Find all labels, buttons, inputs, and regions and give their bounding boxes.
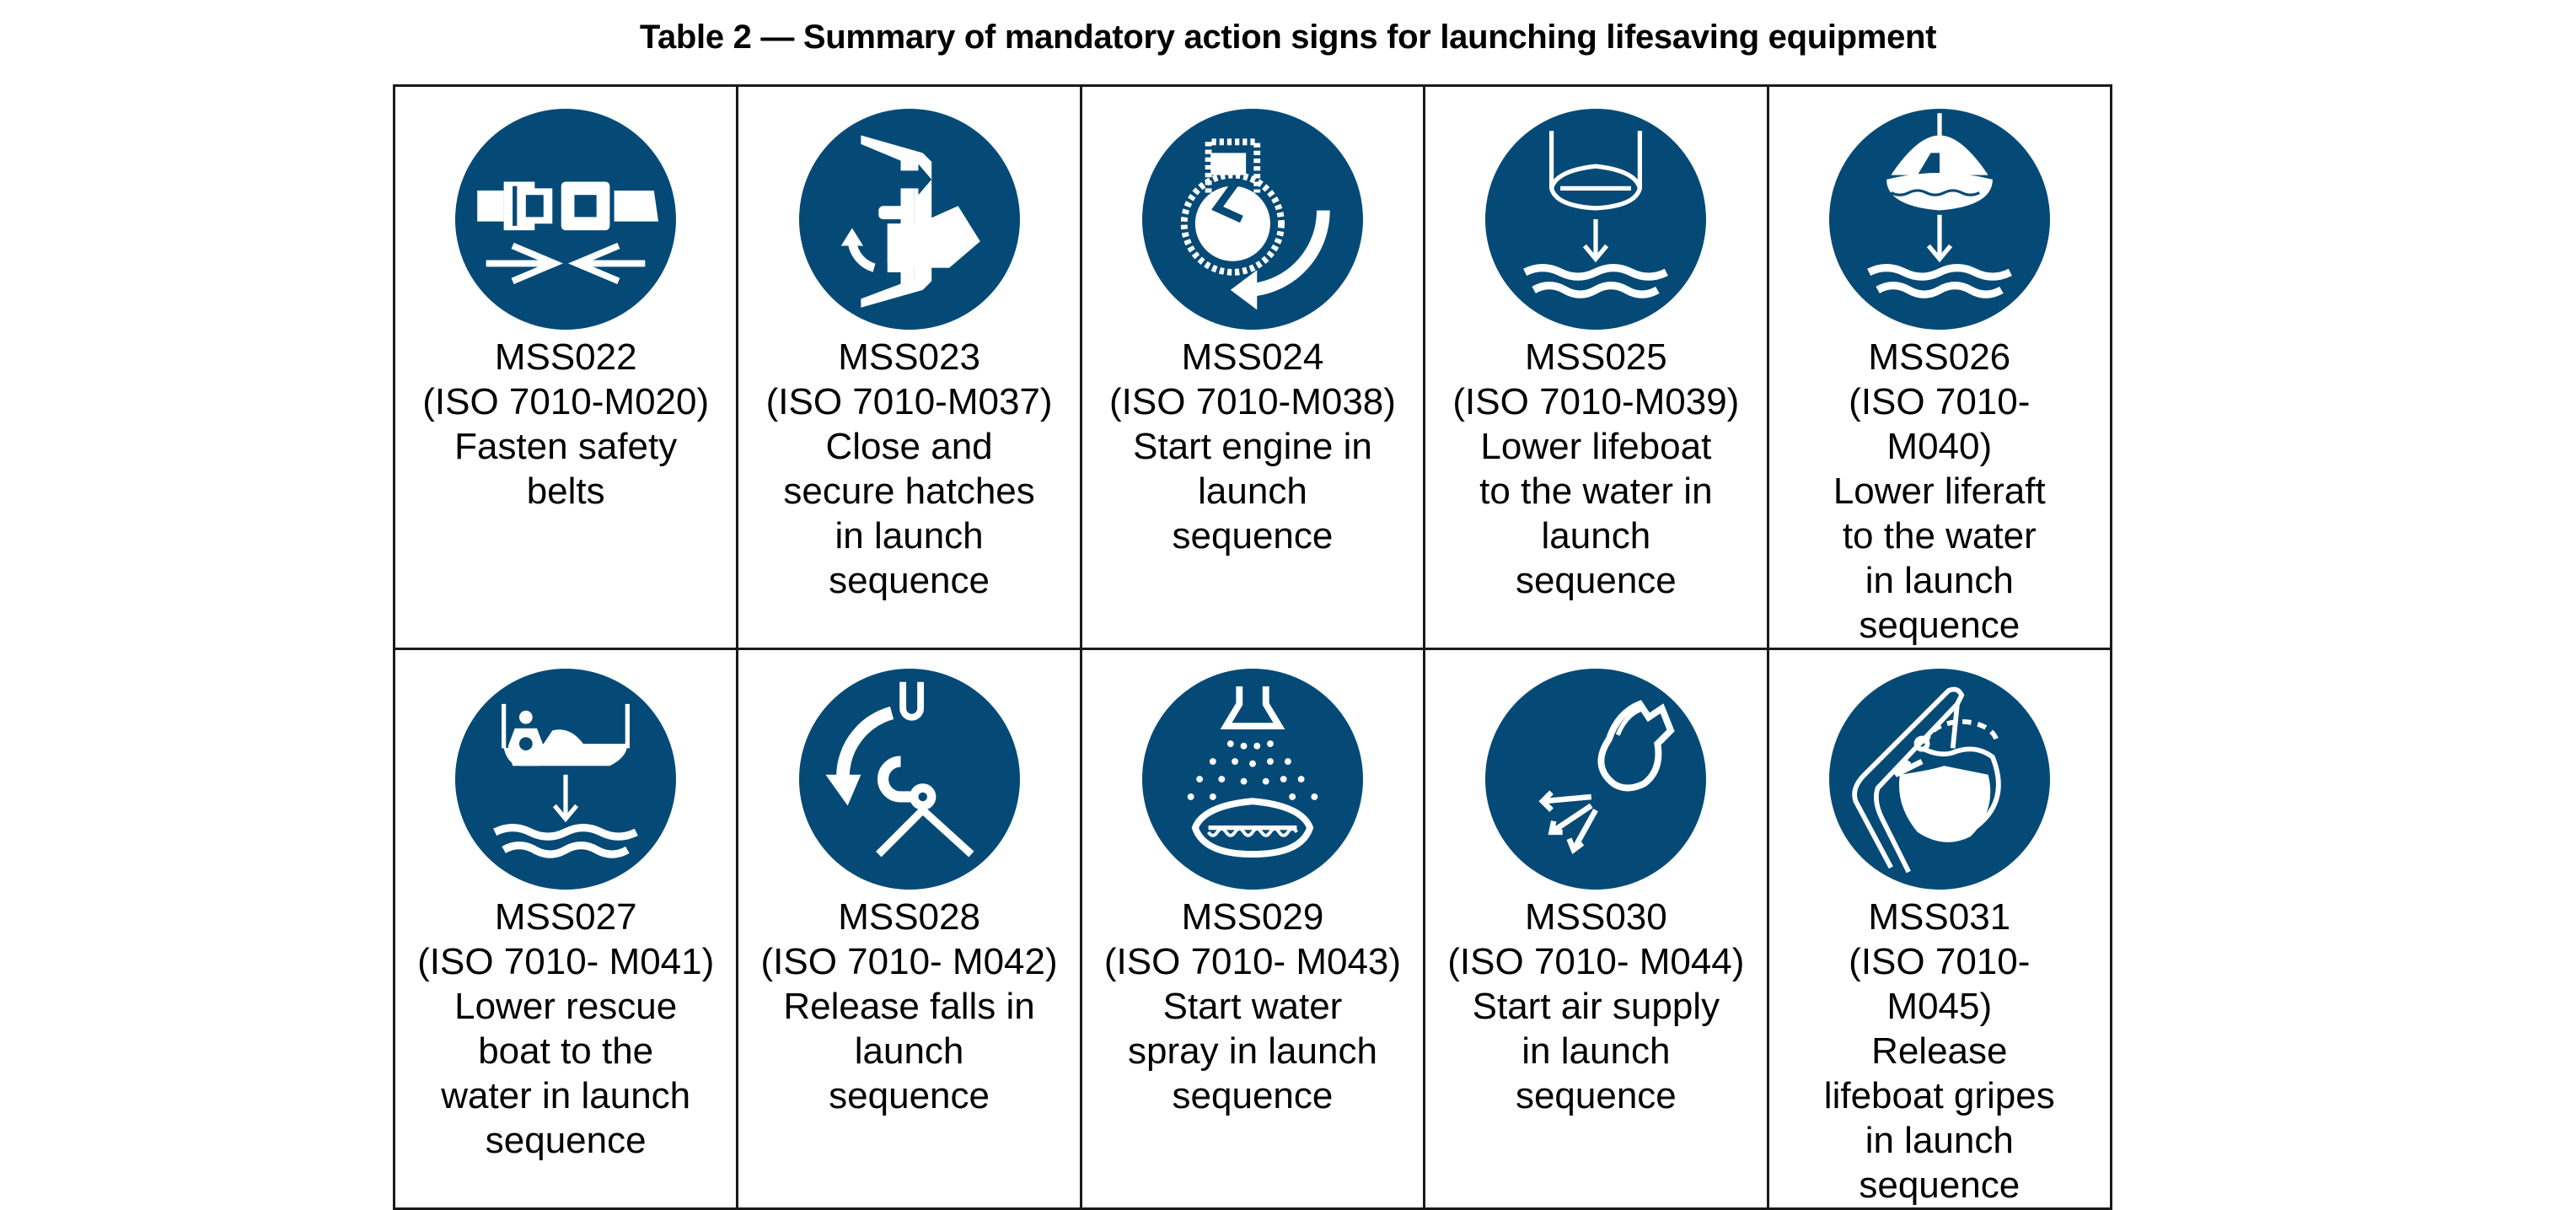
sign-description: Release falls in launch sequence [783,986,1035,1116]
table-row: MSS027 (ISO 7010- M041) Lower rescue boa… [392,648,2113,1210]
iso-reference: (ISO 7010- M045) [1849,941,2031,1027]
table-cell: MSS030 (ISO 7010- M044) Start air supply… [1423,648,1769,1210]
iso-reference: (ISO 7010- M041) [417,941,715,982]
table-cell: MSS029 (ISO 7010- M043) Start water spra… [1079,648,1426,1210]
iso-reference: (ISO 7010-M039) [1452,381,1740,422]
sign-description: Lower lifeboat to the water in launch se… [1479,426,1713,601]
iso-reference: (ISO 7010-M037) [765,381,1053,422]
iso-reference: (ISO 7010- M043) [1103,941,1402,982]
table-title: Table 2 — Summary of mandatory action si… [639,19,1937,56]
seat-belt-icon [455,109,677,330]
iso-reference: (ISO 7010-M020) [422,381,710,422]
sign-code: MSS023 [838,336,980,378]
sign-description: Release lifeboat gripes in launch sequen… [1823,1030,2055,1206]
table-cell: MSS025 (ISO 7010-M039) Lower lifeboat to… [1423,84,1769,650]
lower-lifeboat-icon [1485,109,1707,330]
hatch-handle-icon [798,109,1020,330]
table-cell: MSS024 (ISO 7010-M038) Start engine in l… [1079,84,1426,650]
iso-reference: (ISO 7010- M044) [1447,941,1745,982]
lower-liferaft-icon [1828,109,2050,330]
sign-description: Fasten safety belts [454,426,678,512]
iso-reference: (ISO 7010-M038) [1109,381,1396,422]
iso-reference: (ISO 7010-M040) [1849,381,2031,467]
table-cell: MSS031 (ISO 7010- M045) Release lifeboat… [1766,648,2113,1210]
water-spray-icon [1141,669,1363,890]
sign-code: MSS022 [494,336,637,378]
sign-code: MSS024 [1181,336,1324,378]
lower-rescue-boat-icon [455,669,677,890]
sign-description: Lower rescue boat to the water in launch… [441,986,691,1161]
engine-start-icon [1141,109,1363,330]
sign-code: MSS028 [838,896,980,938]
sign-code: MSS026 [1868,336,2011,378]
table-cell: MSS023 (ISO 7010-M037) Close and secure … [736,84,1082,650]
table-cell: MSS028 (ISO 7010- M042) Release falls in… [736,648,1082,1210]
sign-code: MSS031 [1868,896,2011,938]
sign-description: Lower liferaft to the water in launch se… [1833,471,2046,646]
table-cell: MSS022 (ISO 7010-M020) Fasten safety bel… [392,84,739,650]
sign-code: MSS025 [1524,336,1667,378]
sign-description: Start water spray in launch sequence [1127,986,1377,1116]
mandatory-signs-table: MSS022 (ISO 7010-M020) Fasten safety bel… [392,84,2113,1210]
table-row: MSS022 (ISO 7010-M020) Fasten safety bel… [392,84,2113,650]
table-cell: MSS027 (ISO 7010- M041) Lower rescue boa… [392,648,739,1210]
sign-description: Close and secure hatches in launch seque… [783,426,1035,601]
iso-reference: (ISO 7010- M042) [760,941,1058,982]
table-cell: MSS026 (ISO 7010-M040) Lower liferaft to… [1766,84,2113,650]
sign-code: MSS029 [1181,896,1324,938]
air-supply-icon [1485,669,1707,890]
sign-code: MSS027 [494,896,637,938]
sign-description: Start engine in launch sequence [1133,426,1372,557]
release-gripes-icon [1828,669,2050,890]
sign-code: MSS030 [1524,896,1667,938]
release-falls-icon [798,669,1020,890]
sign-description: Start air supply in launch sequence [1472,986,1720,1116]
